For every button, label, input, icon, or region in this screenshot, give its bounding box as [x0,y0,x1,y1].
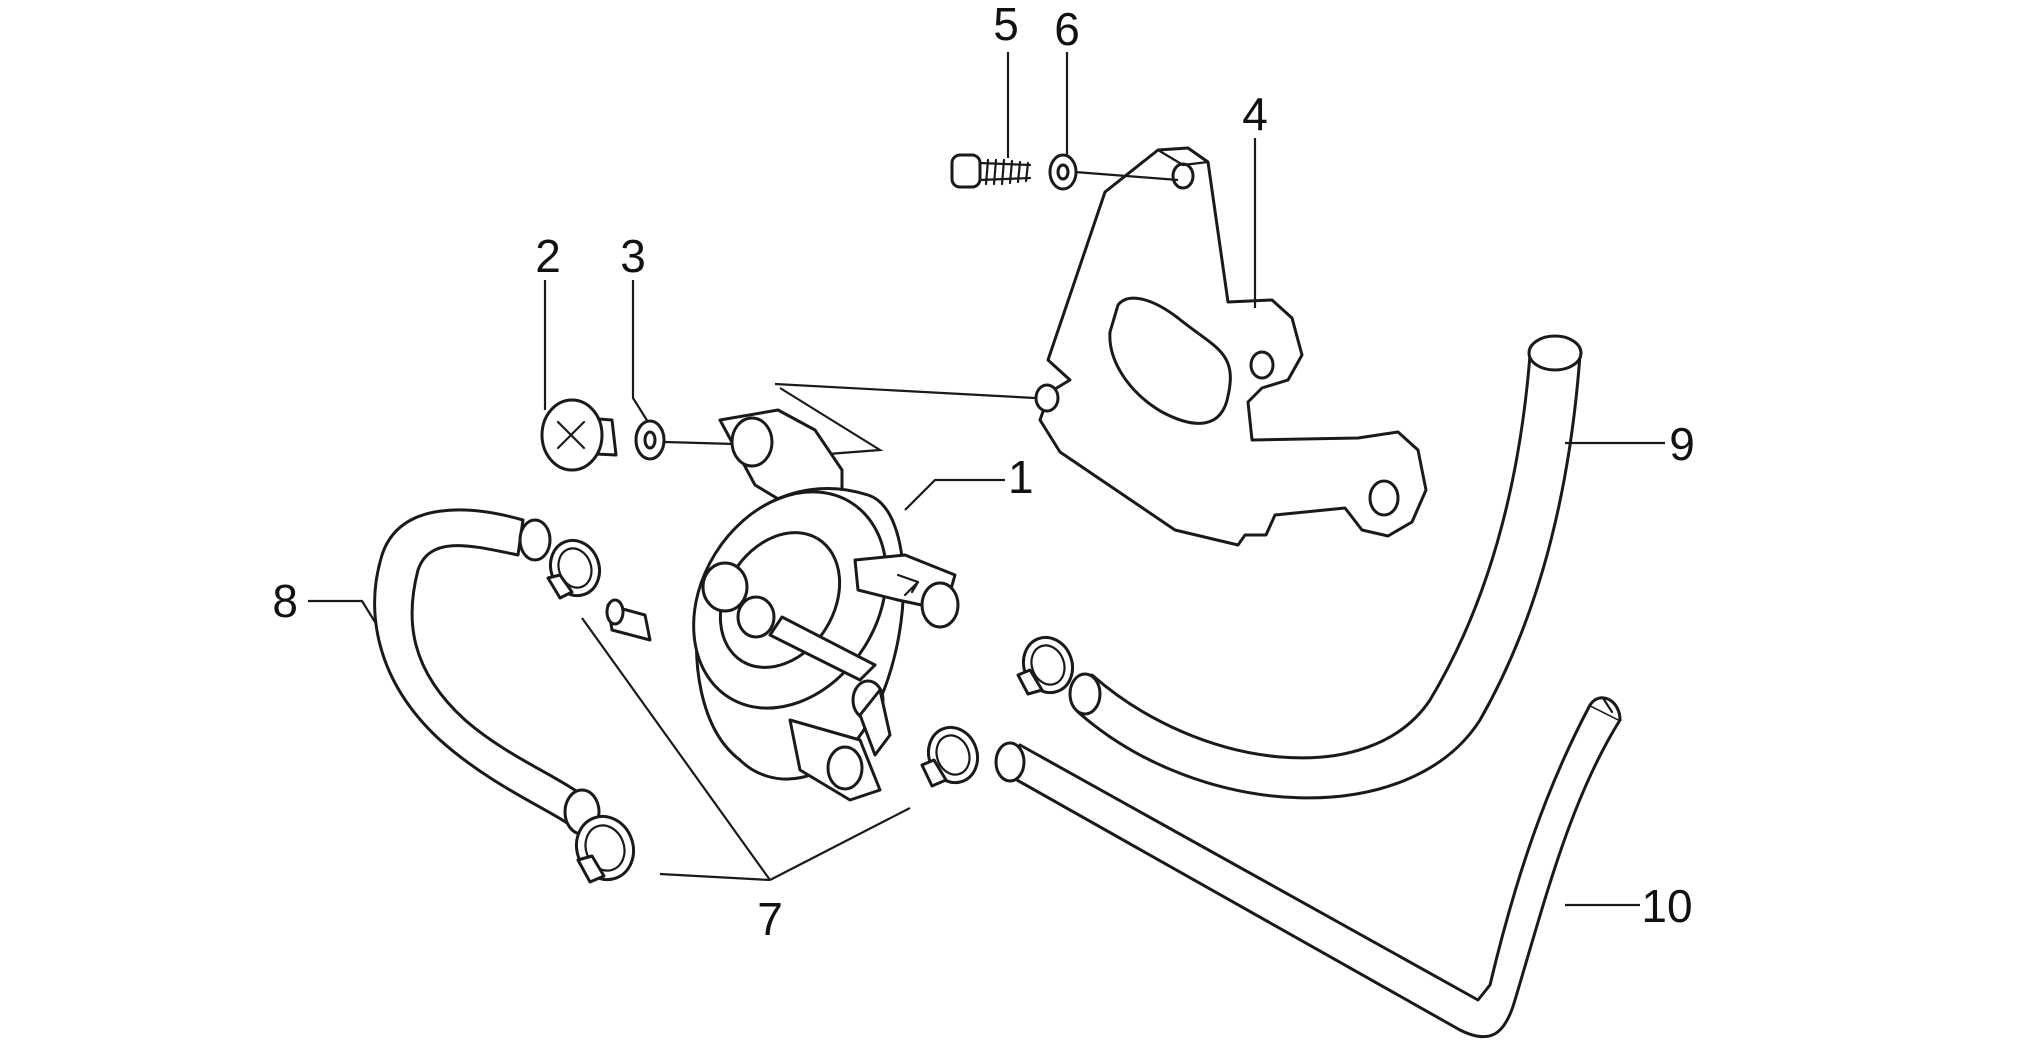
hose-clamp-1 [546,538,602,600]
bolt [950,153,1032,189]
assembly-line-top [1074,170,1179,182]
callout-4: 4 [1242,88,1268,140]
assembly-line-bracket [774,382,1036,457]
filter-body [605,408,960,802]
hose-long [1068,334,1583,800]
callout-8: 8 [272,575,298,627]
leader-1 [904,478,1005,511]
washer-top [1048,153,1078,191]
leader-3 [631,280,649,423]
callout-2: 2 [535,230,561,282]
leader-7 [581,617,911,882]
hose-clamp-2 [575,814,635,884]
leader-8 [308,599,376,623]
callout-10: 10 [1641,880,1692,932]
hose-l-shaped [994,696,1622,1039]
callout-6: 6 [1054,3,1080,55]
assembly-line-left [664,440,736,446]
mounting-bracket [1034,146,1428,547]
callout-9: 9 [1669,418,1695,470]
screw [540,398,618,472]
leader-lines [308,52,1665,907]
hose-clamp-4 [920,725,980,788]
callout-3: 3 [620,230,646,282]
callout-7: 7 [757,893,783,945]
hose-bent [373,508,601,836]
callout-5: 5 [993,0,1019,50]
washer-left [634,419,666,461]
callout-1: 1 [1008,451,1034,503]
hose-clamp-3 [1016,635,1075,696]
